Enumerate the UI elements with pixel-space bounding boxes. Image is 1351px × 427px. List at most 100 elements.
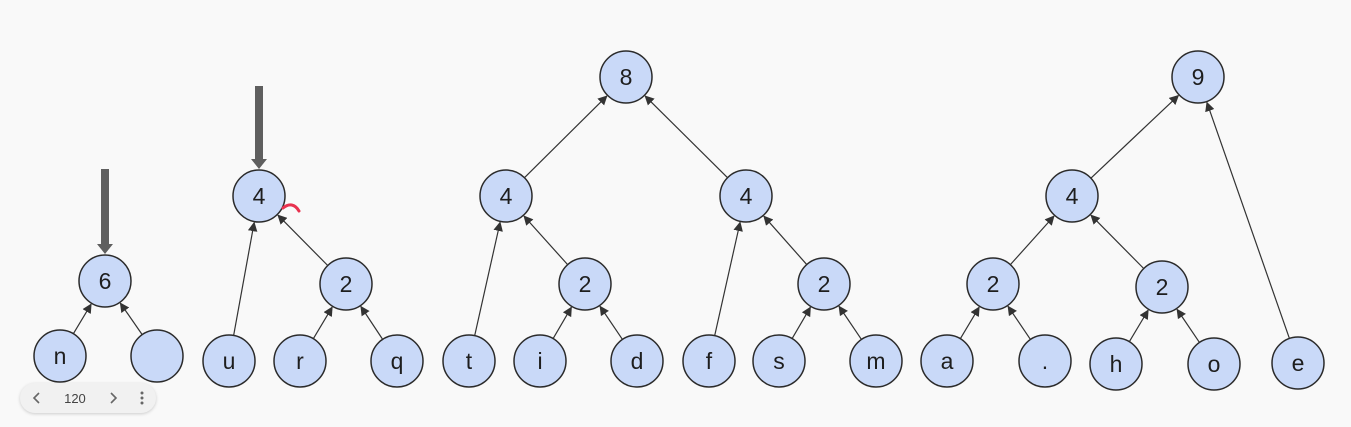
node-label: 4 xyxy=(253,183,266,209)
page-number: 120 xyxy=(64,390,86,406)
tree-node-h: h xyxy=(1089,337,1143,391)
node-circle xyxy=(682,334,736,388)
node-circle xyxy=(370,334,424,388)
tree-node-f: f xyxy=(682,334,736,388)
tree-edge-s-to-t2b xyxy=(791,306,811,339)
node-circle xyxy=(232,169,286,223)
node-circle xyxy=(797,257,851,311)
tree-edge-dot-to-a2a xyxy=(1007,305,1031,340)
node-circle xyxy=(1018,334,1072,388)
node-label: s xyxy=(773,348,785,374)
tree-node-a2a: 2 xyxy=(966,257,1020,311)
tree-node-t: t xyxy=(442,334,496,388)
node-label: 2 xyxy=(579,271,592,297)
node-circle xyxy=(442,334,496,388)
node-label: u xyxy=(223,348,236,374)
tree-edge-a4-to-a9 xyxy=(1090,94,1180,179)
node-label: m xyxy=(866,348,885,374)
focus-pointer-arrow-u4 xyxy=(251,86,267,169)
tree-node-t2b: 2 xyxy=(797,257,851,311)
tree-edge-u2-to-u4 xyxy=(277,214,329,266)
node-circle xyxy=(719,169,773,223)
tree-node-t8: 8 xyxy=(599,50,653,104)
node-label: . xyxy=(1042,348,1048,374)
node-circle xyxy=(273,334,327,388)
tree-node-t4a: 4 xyxy=(479,169,533,223)
node-label: 4 xyxy=(1066,183,1079,209)
node-circle xyxy=(479,169,533,223)
chevron-right-icon[interactable] xyxy=(108,392,118,404)
node-circle xyxy=(599,50,653,104)
node-circle xyxy=(558,257,612,311)
focus-pointer-arrow-n6 xyxy=(97,169,113,254)
node-circle xyxy=(78,254,132,308)
node-circle xyxy=(752,334,806,388)
node-label: e xyxy=(1292,350,1305,376)
tree-node-t2a: 2 xyxy=(558,257,612,311)
tree-edge-nblank-to-n6 xyxy=(119,302,143,335)
tree-edge-d-to-t2a xyxy=(599,305,623,340)
pointers-layer xyxy=(97,86,267,254)
node-label: o xyxy=(1208,351,1221,377)
tree-node-o: o xyxy=(1187,337,1241,391)
node-circle xyxy=(513,334,567,388)
tree-node-q: q xyxy=(370,334,424,388)
tree-node-a4: 4 xyxy=(1045,169,1099,223)
tree-edge-o-to-a2b xyxy=(1176,308,1200,343)
node-label: 2 xyxy=(818,271,831,297)
node-label: 4 xyxy=(500,183,513,209)
tree-edge-a2a-to-a4 xyxy=(1009,215,1055,266)
tree-edge-h-to-a2b xyxy=(1128,309,1149,342)
more-vertical-icon[interactable] xyxy=(140,391,144,405)
node-label: 2 xyxy=(1156,274,1169,300)
node-label: n xyxy=(54,343,67,369)
tree-node-u2: 2 xyxy=(319,257,373,311)
tree-node-nblank xyxy=(130,329,184,383)
tree-node-u: u xyxy=(202,334,256,388)
node-circle xyxy=(130,329,184,383)
tree-edge-a2b-to-a4 xyxy=(1090,214,1145,269)
node-label: 8 xyxy=(620,64,633,90)
edges-layer xyxy=(72,94,1290,343)
node-circle xyxy=(1171,50,1225,104)
tree-node-m: m xyxy=(849,334,903,388)
node-label: 6 xyxy=(99,268,112,294)
node-circle xyxy=(966,257,1020,311)
node-label: f xyxy=(706,348,713,374)
tree-node-a2b: 2 xyxy=(1135,260,1189,314)
tree-edge-m-to-t2b xyxy=(838,305,862,340)
tree-node-n6: 6 xyxy=(78,254,132,308)
tree-edge-nn-to-n6 xyxy=(72,303,92,335)
node-label: a xyxy=(941,348,954,374)
node-circle xyxy=(1135,260,1189,314)
slide-navigation-bar: 120 xyxy=(20,383,156,413)
tree-edge-t4b-to-t8 xyxy=(644,95,728,179)
node-label: t xyxy=(466,348,473,374)
tree-node-a: a xyxy=(920,334,974,388)
tree-node-u4: 4 xyxy=(232,169,286,223)
tree-node-s: s xyxy=(752,334,806,388)
tree-node-d: d xyxy=(610,334,664,388)
tree-edge-r-to-u2 xyxy=(312,306,333,339)
node-label: i xyxy=(537,348,542,374)
tree-node-r: r xyxy=(273,334,327,388)
tree-edge-q-to-u2 xyxy=(360,305,384,340)
tree-edge-u-to-u4 xyxy=(233,221,258,336)
tree-node-e: e xyxy=(1271,336,1325,390)
tree-edge-t2b-to-t4b xyxy=(763,215,808,265)
node-circle xyxy=(920,334,974,388)
laser-pointer-mark xyxy=(281,203,301,213)
node-label: h xyxy=(1110,351,1123,377)
node-circle xyxy=(849,334,903,388)
tree-edge-t4a-to-t8 xyxy=(524,95,608,179)
tree-edge-i-to-t2a xyxy=(552,306,572,339)
node-label: d xyxy=(631,348,644,374)
node-label: 2 xyxy=(987,271,1000,297)
node-circle xyxy=(610,334,664,388)
node-label: 4 xyxy=(740,183,753,209)
chevron-left-icon[interactable] xyxy=(32,392,42,404)
tree-edge-a-to-a2a xyxy=(959,306,980,339)
node-circle xyxy=(319,257,373,311)
